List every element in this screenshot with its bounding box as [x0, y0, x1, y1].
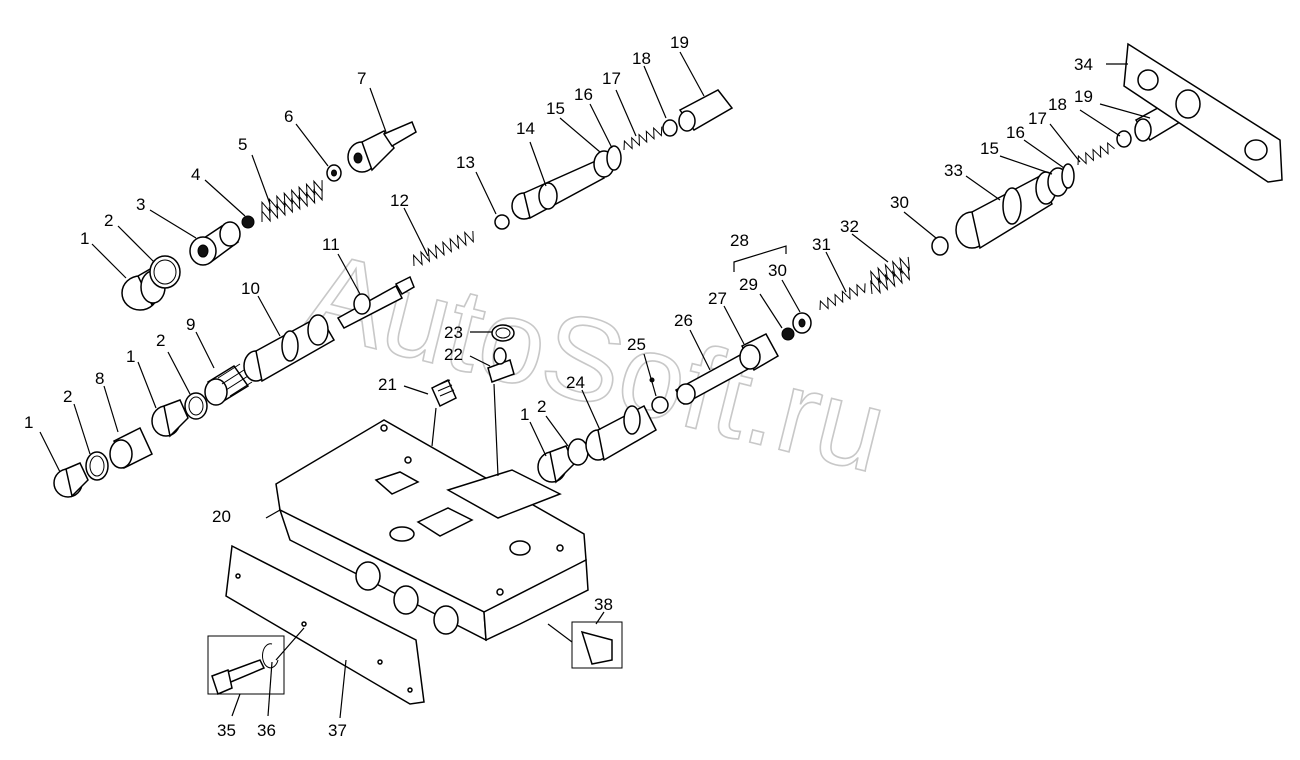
label-part-30-right: 30 — [890, 193, 909, 212]
ring-part-16-right — [1061, 163, 1075, 189]
valve-part-11 — [336, 275, 415, 329]
spring-part-32 — [870, 256, 911, 295]
seat-part-30-left — [792, 312, 812, 334]
ring-part-2-right — [567, 438, 589, 466]
label-part-1: 1 — [80, 229, 89, 248]
valve-body-part-14 — [511, 158, 605, 220]
washer-part-6 — [326, 164, 342, 182]
washer-part-13 — [494, 214, 510, 230]
label-part-25: 25 — [627, 335, 646, 354]
label-part-17-right: 17 — [1028, 109, 1047, 128]
ring-part-2-bottom — [85, 451, 109, 481]
label-part-8: 8 — [95, 369, 104, 388]
label-part-1-right: 1 — [520, 405, 529, 424]
pin-part-25 — [649, 377, 669, 414]
label-part-22: 22 — [444, 345, 463, 364]
bracket-plate-part-34 — [1123, 42, 1283, 183]
sleeve-part-26 — [674, 352, 752, 406]
cap-part-1-bottom — [53, 462, 89, 498]
ring-part-2-top — [149, 255, 181, 289]
label-part-33: 33 — [944, 161, 963, 180]
spring-part-17 — [623, 126, 663, 151]
union-part-19 — [678, 89, 734, 132]
label-part-10: 10 — [241, 279, 260, 298]
label-part-38: 38 — [594, 595, 613, 614]
label-part-2: 2 — [104, 211, 113, 230]
label-part-17: 17 — [602, 69, 621, 88]
label-part-12: 12 — [390, 191, 409, 210]
ring-part-2-mid — [184, 392, 208, 420]
label-part-31: 31 — [812, 235, 831, 254]
label-part-37: 37 — [328, 721, 347, 740]
label-part-30: 30 — [768, 261, 787, 280]
fitting-part-22 — [487, 347, 515, 383]
plug-part-21 — [431, 378, 457, 408]
label-part-35: 35 — [217, 721, 236, 740]
label-part-7: 7 — [357, 69, 366, 88]
label-part-18-right: 18 — [1048, 95, 1067, 114]
spool-part-24 — [585, 404, 657, 462]
bolt-part-38 — [571, 621, 623, 669]
label-part-20: 20 — [212, 507, 231, 526]
ball-part-29 — [781, 327, 795, 341]
ring-part-16 — [606, 145, 622, 171]
spring-part-12 — [413, 231, 474, 267]
bolt-part-35 — [207, 635, 285, 696]
piston-part-9 — [204, 363, 253, 406]
leader-lines — [39, 51, 1151, 719]
ring-part-23 — [491, 324, 515, 342]
label-part-14: 14 — [516, 119, 535, 138]
label-part-2-right: 2 — [537, 397, 546, 416]
piston-part-27 — [739, 333, 780, 372]
label-part-15: 15 — [546, 99, 565, 118]
seat-part-30-right — [931, 236, 949, 256]
washer-part-18-right — [1116, 130, 1132, 148]
label-part-19: 19 — [670, 33, 689, 52]
washer-part-36 — [262, 643, 279, 669]
label-part-16: 16 — [574, 85, 593, 104]
cap-part-1-mid — [151, 399, 189, 438]
body-part-33 — [955, 171, 1057, 250]
label-part-21: 21 — [378, 375, 397, 394]
label-part-1-mid: 1 — [126, 347, 135, 366]
label-part-6: 6 — [284, 107, 293, 126]
ball-part-4 — [241, 215, 255, 229]
label-part-13: 13 — [456, 153, 475, 172]
label-part-27: 27 — [708, 289, 727, 308]
label-part-11: 11 — [322, 235, 340, 254]
label-part-16-right: 16 — [1006, 123, 1025, 142]
label-part-29: 29 — [739, 275, 758, 294]
label-part-32: 32 — [840, 217, 859, 236]
valve-housing-part-20 — [275, 419, 589, 642]
label-part-34: 34 — [1074, 55, 1093, 74]
callout-labels: 1 2 3 4 5 6 7 8 9 10 11 12 13 14 15 16 1… — [24, 33, 1093, 740]
sleeve-part-8 — [109, 426, 153, 470]
label-part-15-right: 15 — [980, 139, 999, 158]
label-part-1-bottom: 1 — [24, 413, 33, 432]
bushing-part-3 — [189, 221, 241, 266]
label-part-24: 24 — [566, 373, 585, 392]
label-part-19-right: 19 — [1074, 87, 1093, 106]
spring-part-31 — [819, 283, 866, 311]
label-part-2-mid: 2 — [156, 331, 165, 350]
spring-part-17-right — [1077, 141, 1115, 166]
gasket-plate-part-37 — [225, 544, 425, 705]
label-part-4: 4 — [191, 165, 200, 184]
spool-part-10 — [243, 314, 336, 383]
label-part-9: 9 — [186, 315, 195, 334]
plug-part-7 — [347, 121, 417, 173]
label-part-26: 26 — [674, 311, 693, 330]
label-part-5: 5 — [238, 135, 247, 154]
washer-part-18 — [662, 119, 678, 137]
label-part-18: 18 — [632, 49, 651, 68]
label-part-3: 3 — [136, 195, 145, 214]
label-part-2-bottom: 2 — [63, 387, 72, 406]
label-part-23: 23 — [444, 323, 463, 342]
label-part-28: 28 — [730, 231, 749, 250]
label-part-36: 36 — [257, 721, 276, 740]
